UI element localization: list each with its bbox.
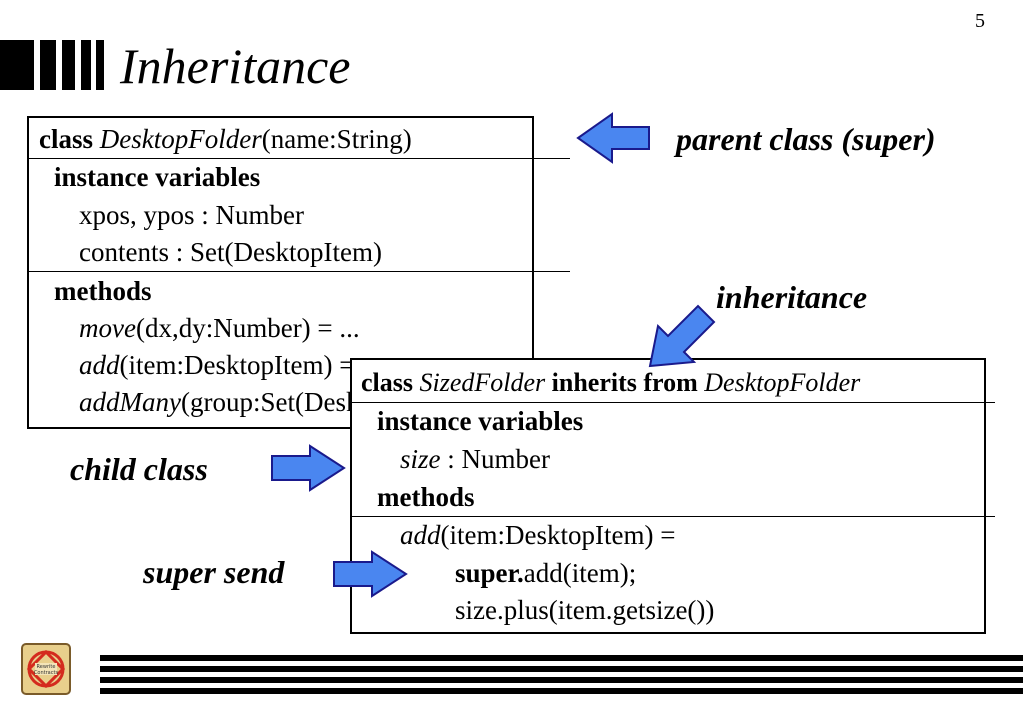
- arrow-diagonal-icon: [648, 304, 716, 368]
- arrow-left-icon: [576, 112, 650, 164]
- parent-method-move: move(dx,dy:Number) = ...: [79, 313, 360, 343]
- slide-title: Inheritance: [120, 38, 351, 94]
- title-bars-decoration: [0, 40, 104, 90]
- callout-super-send: super send: [143, 554, 285, 590]
- parent-ivar-line: xpos, ypos : Number: [79, 200, 304, 230]
- parent-ivars-heading: instance variables: [54, 162, 261, 192]
- parent-ivar-line: contents : Set(DesktopItem): [79, 237, 382, 267]
- child-ivar-size: size : Number: [400, 444, 550, 474]
- parent-class-header: class DesktopFolder(name:String): [39, 124, 412, 154]
- child-ivars-divider: [350, 516, 995, 517]
- callout-parent-class: parent class (super): [676, 121, 936, 157]
- arrow-right-icon: [271, 444, 346, 492]
- child-class-box: class SizedFolder inherits from DesktopF…: [350, 358, 986, 634]
- rewrite-contracts-logo: Rewrite Contracts: [21, 643, 71, 695]
- callout-child-class: child class: [70, 451, 208, 487]
- svg-text:Contracts: Contracts: [34, 670, 59, 676]
- arrow-right-icon: [333, 550, 408, 598]
- child-header-divider: [350, 402, 995, 403]
- parent-methods-heading: methods: [54, 276, 152, 306]
- footer-bars-decoration: [100, 655, 1023, 694]
- parent-class-box: class DesktopFolder(name:String) instanc…: [27, 116, 534, 429]
- child-class-header: class SizedFolder inherits from DesktopF…: [361, 368, 861, 397]
- child-ivars-heading: instance variables: [377, 406, 584, 436]
- page-number: 5: [975, 10, 985, 32]
- callout-inheritance: inheritance: [716, 279, 868, 315]
- parent-method-add: add(item:DesktopItem) = ...: [79, 350, 382, 380]
- parent-ivars-divider: [27, 271, 570, 272]
- svg-text:Rewrite: Rewrite: [37, 664, 56, 670]
- child-methods-heading: methods: [377, 482, 475, 512]
- child-method-add: add(item:DesktopItem) =: [400, 520, 676, 550]
- parent-header-divider: [27, 158, 570, 159]
- child-method-body-size: size.plus(item.getsize()): [455, 595, 715, 625]
- child-method-body-super: super.add(item);: [455, 558, 637, 588]
